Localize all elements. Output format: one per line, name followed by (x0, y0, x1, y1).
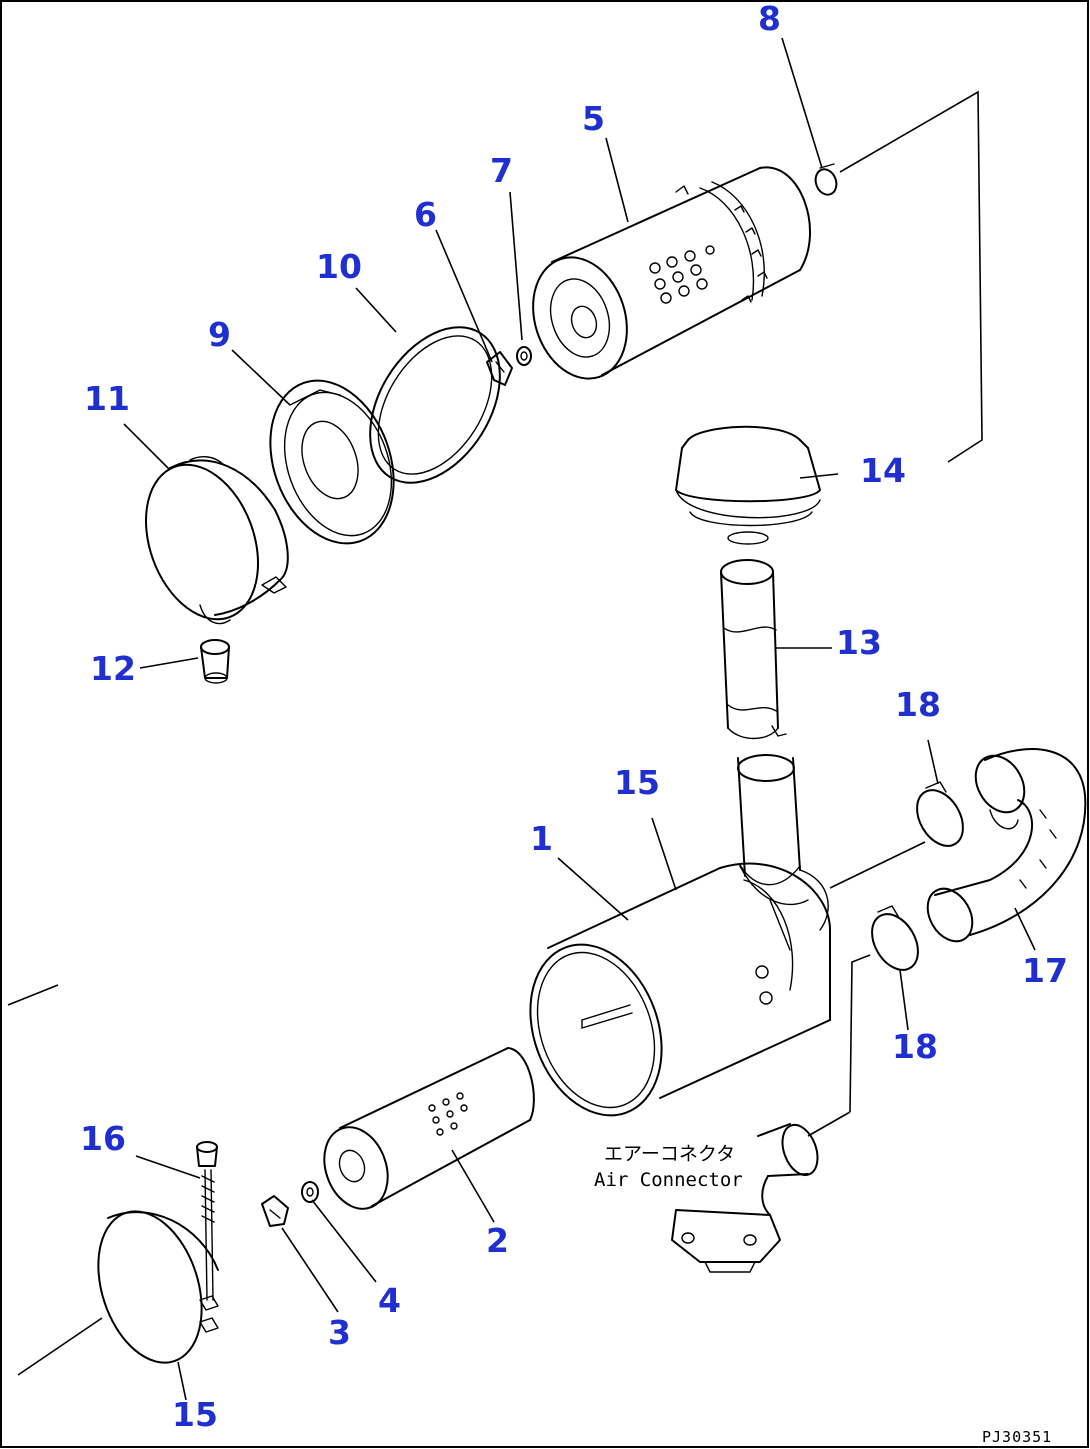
callout-15-upper: 15 (614, 763, 660, 802)
callout-9: 9 (208, 315, 231, 354)
cap-14 (675, 425, 821, 545)
callout-1: 1 (530, 819, 553, 858)
callout-8: 8 (758, 0, 781, 38)
hose-clamp-18-lower (871, 905, 919, 971)
air-connector-label-en: Air Connector (594, 1169, 743, 1191)
hose-clamp-18-upper (916, 781, 964, 847)
air-cleaner-body-1 (529, 754, 831, 1117)
plug-8 (814, 163, 838, 196)
drawing-number: PJ30351 (982, 1428, 1052, 1446)
air-connector-label-jp: エアーコネクタ (604, 1143, 735, 1165)
air-connector (671, 1123, 819, 1273)
pipe-13 (720, 559, 787, 740)
callout-10: 10 (316, 247, 362, 286)
callout-14: 14 (860, 451, 906, 490)
callout-15-lower: 15 (172, 1395, 218, 1434)
gasket-10 (369, 326, 501, 484)
hose-17 (926, 748, 1087, 943)
dust-cup-11 (144, 456, 289, 625)
inner-element-2 (323, 1047, 535, 1210)
leader-lines (7, 37, 1036, 1401)
callout-12: 12 (90, 649, 136, 688)
callout-3: 3 (328, 1313, 351, 1352)
callout-18-lower: 18 (892, 1027, 938, 1066)
nut-3 (261, 1195, 289, 1227)
washer-4 (301, 1181, 319, 1203)
callout-4: 4 (378, 1281, 401, 1320)
callout-6: 6 (414, 195, 437, 234)
callout-13: 13 (836, 623, 882, 662)
callout-18-upper: 18 (895, 685, 941, 724)
band-clamp-15-lower (97, 1210, 219, 1364)
valve-12 (200, 639, 230, 684)
outer-element-5 (532, 166, 811, 380)
nut-7 (516, 346, 532, 366)
callout-5: 5 (582, 99, 605, 138)
bolt-16 (196, 1141, 218, 1301)
callout-17: 17 (1022, 951, 1068, 990)
cover-9 (269, 379, 395, 545)
callout-11: 11 (84, 379, 130, 418)
callout-labels: 8 5 7 6 10 9 11 14 12 13 18 15 1 17 18 1… (80, 0, 1068, 1434)
callout-16: 16 (80, 1119, 126, 1158)
callout-7: 7 (490, 151, 513, 190)
callout-2: 2 (486, 1221, 509, 1260)
